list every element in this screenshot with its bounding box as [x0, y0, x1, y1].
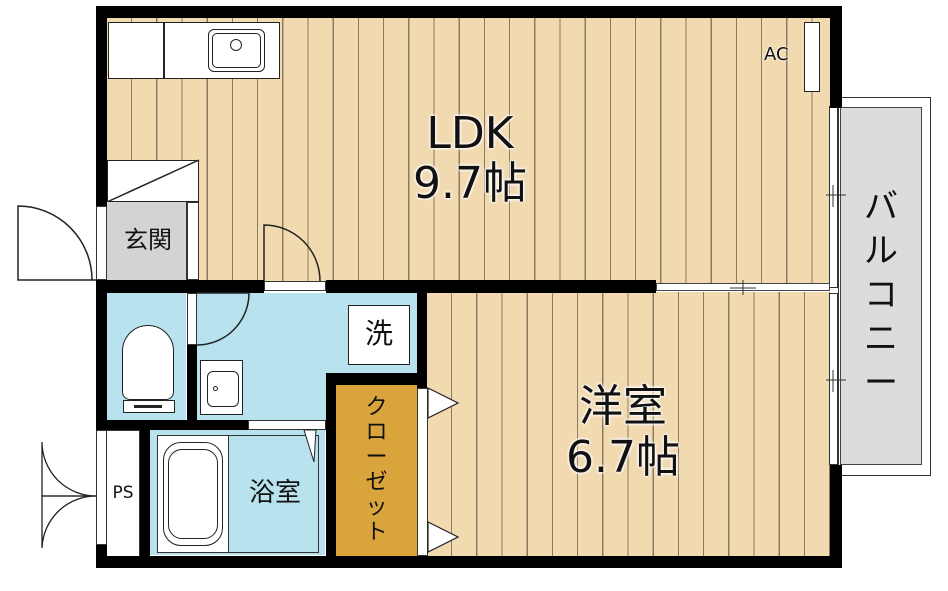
- wall-top: [96, 6, 842, 18]
- closet-door-top-icon: [427, 387, 460, 419]
- basin-drain-icon: [213, 386, 218, 391]
- window-mark-icon: [826, 185, 846, 207]
- bathtub-outer-icon: [163, 442, 223, 546]
- sink-drain-icon: [230, 39, 242, 51]
- bath-door-fold-icon: [303, 429, 317, 463]
- western-room-floor: [427, 292, 830, 557]
- entrance-label: 玄関: [124, 226, 172, 254]
- closet-label: クローゼット: [336, 395, 417, 545]
- wall-closet-left: [326, 373, 336, 558]
- wall-washroom-right: [417, 280, 427, 388]
- washroom-door-swing-icon[interactable]: [263, 224, 328, 283]
- wall-bath-top: [96, 420, 248, 430]
- washer-space: [348, 305, 410, 365]
- ps-door-frame: [96, 430, 107, 545]
- closet-label-text: クローゼット: [365, 395, 388, 545]
- front-door-frame: [96, 206, 107, 280]
- bathtub-inner-icon: [168, 449, 218, 539]
- wall-toilet-right: [187, 345, 197, 430]
- washroom-door-frame: [264, 281, 326, 291]
- bathroom-inner-outline: [157, 435, 319, 553]
- sliding-door-mark-icon: [730, 280, 756, 295]
- ac-label: AC: [764, 44, 789, 65]
- bathroom-label: 浴室: [248, 478, 301, 508]
- wash-basin-bowl: [207, 371, 239, 407]
- wall-washroom-closet: [326, 373, 417, 385]
- toilet-door-swing-icon[interactable]: [196, 292, 253, 349]
- wall-left-bottom: [96, 545, 107, 568]
- closet-door-strip: [417, 388, 428, 556]
- ps-door-lower-swing-icon[interactable]: [40, 494, 100, 550]
- wall-right-bottom: [830, 465, 842, 567]
- balcony-floor: [840, 107, 922, 465]
- kitchen-sink-inner: [212, 33, 261, 68]
- ldk-room-name: LDK: [426, 108, 514, 159]
- bath-door[interactable]: [248, 420, 326, 430]
- balcony-label: バルコニー: [840, 185, 922, 405]
- wall-right-top: [830, 6, 842, 108]
- wall-left-top: [96, 6, 107, 206]
- western-room-name: 洋室: [579, 381, 667, 432]
- washer-label: 洗: [364, 317, 393, 350]
- toilet-bowl-icon: [122, 325, 174, 400]
- pipe-space: [106, 430, 140, 557]
- entrance-area: [107, 202, 187, 280]
- entrance-step: [187, 202, 199, 280]
- ldk-room-size: 9.7帖: [413, 158, 527, 209]
- closet: [336, 385, 417, 557]
- wall-ps-bath: [140, 430, 150, 557]
- balcony-label-text: バルコニー: [864, 187, 898, 403]
- wall-middle-left: [96, 280, 264, 293]
- pipe-space-label: PS: [112, 483, 134, 503]
- toilet-door-frame: [187, 293, 197, 345]
- wall-bottom: [96, 556, 842, 568]
- front-door-swing-icon[interactable]: [17, 205, 98, 282]
- wall-middle-right: [326, 280, 656, 293]
- closet-door-bottom-icon: [427, 521, 460, 553]
- ps-door-upper-swing-icon[interactable]: [40, 441, 100, 498]
- shoe-cabinet-diagonal-icon: [106, 159, 200, 203]
- window-mark-icon: [826, 370, 846, 392]
- western-room-size: 6.7帖: [566, 432, 680, 483]
- toilet-handle-icon: [134, 405, 162, 408]
- air-conditioner-unit: [804, 22, 820, 92]
- counter-divider: [163, 22, 165, 79]
- wall-left-mid: [96, 280, 107, 430]
